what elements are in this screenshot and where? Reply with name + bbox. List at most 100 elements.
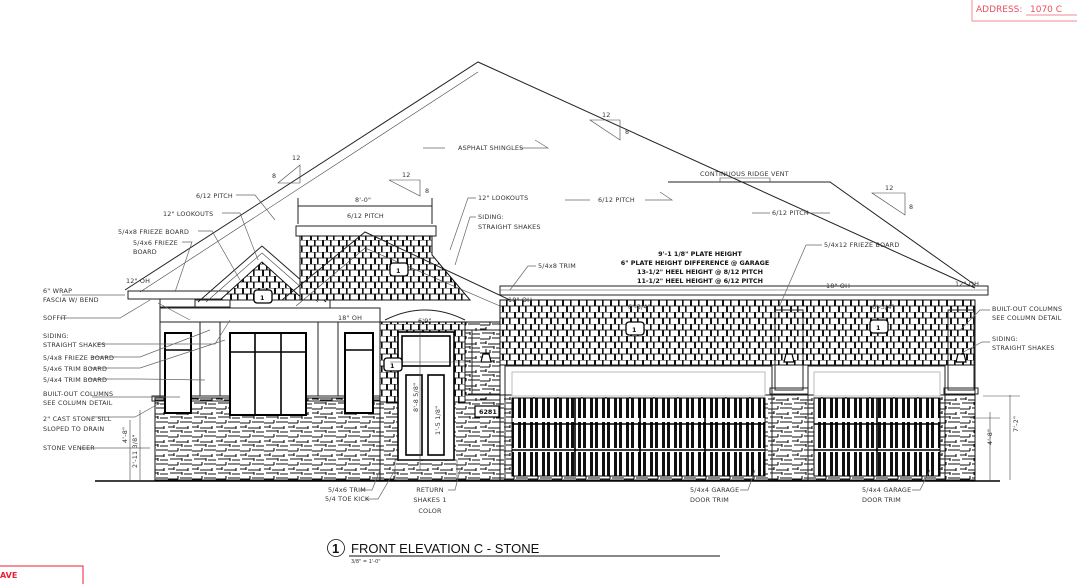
label-overhang-garage: 18" OH bbox=[826, 282, 850, 290]
window-right bbox=[344, 332, 374, 414]
label-trim6: 5/4x6 TRIM BOARD bbox=[43, 365, 107, 373]
label-toe-kick: 5/4 TOE KICK bbox=[325, 495, 370, 503]
left-porch-roof bbox=[127, 290, 231, 308]
label-fascia: FASCIA W/ BEND bbox=[43, 296, 99, 304]
label-trim6-bottom: 5/4x6 TRIM bbox=[328, 486, 366, 494]
plate-note: 9'-1 1/8" PLATE HEIGHT bbox=[658, 250, 742, 258]
label-column-detail-right: SEE COLUMN DETAIL bbox=[992, 314, 1062, 322]
label-frieze6-board: BOARD bbox=[133, 248, 157, 256]
dim-right-b: 4'-8" bbox=[986, 429, 994, 445]
label-return-shakes: SHAKES 1 bbox=[413, 496, 446, 504]
label-shingles: ASPHALT SHINGLES bbox=[458, 144, 523, 152]
address-stamp: ADDRESS: 1070 C bbox=[971, 0, 1077, 22]
dim-arch: 6'9" bbox=[418, 317, 432, 325]
dim-stone-height: 4'-8" bbox=[121, 427, 129, 443]
entry: 6281 bbox=[379, 309, 504, 481]
label-wrap: 6" WRAP bbox=[43, 287, 72, 295]
plate-note: 6" PLATE HEIGHT DIFFERENCE @ GARAGE bbox=[621, 259, 769, 267]
pitch-triangle: 12 8 bbox=[871, 184, 913, 216]
svg-text:8: 8 bbox=[425, 187, 429, 195]
window-center bbox=[229, 332, 307, 416]
label-overhang: 12" OH bbox=[126, 277, 150, 285]
label-siding-right: SIDING: bbox=[992, 335, 1018, 343]
label-garage-trim-b: 5/4x4 GARAGE bbox=[862, 486, 911, 494]
label-stone-veneer: STONE VENEER bbox=[43, 444, 95, 452]
label-siding-type-right: STRAIGHT SHAKES bbox=[992, 344, 1055, 352]
label-trim8: 5/4x8 TRIM bbox=[538, 262, 576, 270]
house-number-plaque bbox=[474, 405, 500, 418]
address-value: 1070 C bbox=[1030, 5, 1062, 15]
svg-text:8: 8 bbox=[625, 128, 629, 136]
svg-text:8: 8 bbox=[272, 172, 276, 180]
dim-gable-width: 8'-0" bbox=[355, 196, 371, 204]
label-siding-type: STRAIGHT SHAKES bbox=[43, 341, 106, 349]
garage-door-single bbox=[807, 365, 946, 481]
label-return-color: COLOR bbox=[418, 507, 442, 515]
lamp-icon bbox=[955, 353, 967, 363]
svg-text:1: 1 bbox=[390, 362, 394, 370]
label-columns-right: BUILT-OUT COLUMNS bbox=[992, 305, 1062, 313]
svg-text:1: 1 bbox=[876, 324, 880, 332]
label-pitch: 6/12 PITCH bbox=[196, 192, 233, 200]
svg-text:12: 12 bbox=[292, 154, 301, 162]
svg-text:8: 8 bbox=[909, 203, 913, 211]
dim-sill-height: 2'-11 3/8" bbox=[131, 434, 139, 468]
label-ridge-vent: CONTINUOUS RIDGE VENT bbox=[700, 170, 789, 178]
drawing-scale: 3/8" = 1'-0" bbox=[351, 559, 381, 565]
dim-door-a: 8'-8 5/8" bbox=[412, 383, 420, 412]
label-siding-type-center: STRAIGHT SHAKES bbox=[478, 223, 541, 231]
svg-text:1: 1 bbox=[632, 326, 636, 334]
siding-tag: 1 bbox=[869, 319, 889, 334]
lamp-icon bbox=[783, 353, 795, 363]
plate-note: 13-1/2" HEEL HEIGHT @ 8/12 PITCH bbox=[637, 268, 763, 276]
label-siding: SIDING: bbox=[43, 332, 69, 340]
label-pitch-a: 6/12 PITCH bbox=[598, 196, 635, 204]
dim-wall-a: 6'-3/4" bbox=[628, 303, 651, 311]
corner-stamp: AVE bbox=[0, 565, 84, 584]
label-column-detail: SEE COLUMN DETAIL bbox=[43, 399, 113, 407]
label-overhang-right: 12" OH bbox=[955, 280, 979, 288]
plate-note: 11-1/2" HEEL HEIGHT @ 6/12 PITCH bbox=[637, 277, 763, 285]
svg-text:1: 1 bbox=[396, 267, 400, 275]
siding-tag: 1 bbox=[253, 289, 273, 304]
label-frieze-board: 5/4x8 FRIEZE BOARD bbox=[118, 228, 189, 236]
house-number: 6281 bbox=[479, 408, 497, 416]
label-pitch-b: 6/12 PITCH bbox=[772, 209, 809, 217]
siding-tag: 1 bbox=[389, 262, 409, 277]
drawing-title: 1 FRONT ELEVATION C - STONE 3/8" = 1'-0" bbox=[327, 539, 720, 565]
label-garage-trim-b2: DOOR TRIM bbox=[862, 496, 901, 504]
address-label: ADDRESS: bbox=[976, 5, 1022, 15]
label-gable-pitch: 6/12 PITCH bbox=[347, 212, 384, 220]
label-sill-slope: SLOPED TO DRAIN bbox=[43, 425, 104, 433]
pitch-triangle: 12 8 bbox=[272, 154, 301, 184]
label-overhang-18: 18" OH bbox=[338, 314, 362, 322]
pitch-triangle: 128 bbox=[388, 171, 429, 197]
siding-tag: 1 bbox=[625, 321, 645, 336]
svg-text:12: 12 bbox=[602, 111, 611, 119]
dim-wall-b: 6'-3/4" bbox=[872, 303, 895, 311]
label-siding-center: SIDING: bbox=[478, 213, 504, 221]
label-overhang-entry: 18" OH bbox=[508, 296, 532, 304]
label-return: RETURN bbox=[416, 486, 443, 494]
label-frieze-board-b: 5/4x8 FRIEZE BOARD bbox=[43, 354, 114, 362]
label-sill: 2" CAST STONE SILL bbox=[43, 415, 112, 423]
label-frieze6: 5/4x6 FRIEZE bbox=[133, 239, 178, 247]
main-roof bbox=[124, 61, 989, 296]
window-left bbox=[164, 332, 192, 414]
label-garage-trim-a: 5/4x4 GARAGE bbox=[690, 486, 739, 494]
drawing-number: 1 bbox=[332, 541, 339, 556]
svg-text:12: 12 bbox=[885, 184, 894, 192]
label-columns: BUILT-OUT COLUMNS bbox=[43, 390, 113, 398]
drawing-title-text: FRONT ELEVATION C - STONE bbox=[351, 541, 540, 556]
siding-tag: 1 bbox=[383, 357, 403, 372]
label-frieze12: 5/4x12 FRIEZE BOARD bbox=[824, 241, 899, 249]
svg-text:1: 1 bbox=[260, 294, 264, 302]
dim-right-a: 7'-2" bbox=[1012, 416, 1020, 432]
label-lookouts: 12" LOOKOUTS bbox=[163, 210, 213, 218]
label-lookouts-center: 12" LOOKOUTS bbox=[478, 194, 528, 202]
label-soffit: SOFFIT bbox=[43, 314, 66, 322]
garage-door-double bbox=[504, 365, 773, 481]
pitch-triangle: 12 8 bbox=[589, 111, 629, 141]
dim-door-b: 1'-5 1/8" bbox=[434, 406, 442, 435]
